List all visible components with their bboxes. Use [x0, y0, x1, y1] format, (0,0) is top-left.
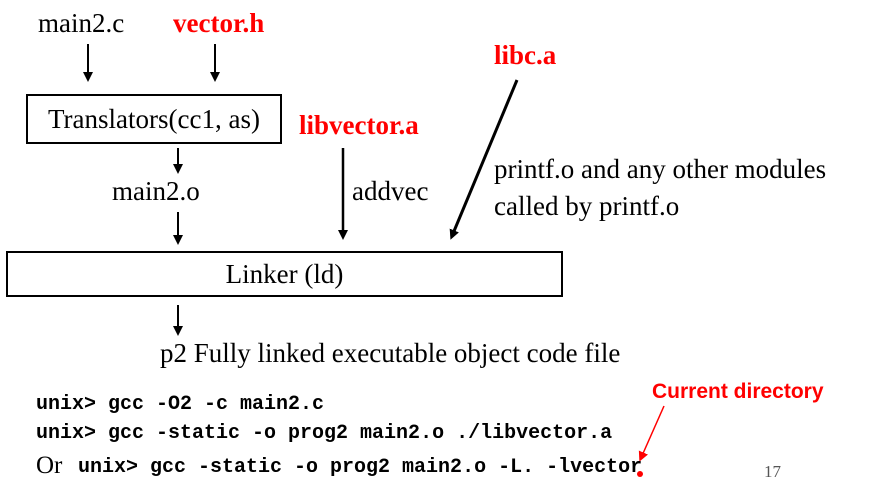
command-compile: unix> gcc -O2 -c main2.c: [36, 393, 325, 416]
main-c-label: main2.c: [38, 8, 125, 38]
vector-h-label: vector.h: [173, 8, 265, 38]
printf-note-line1: printf.o and any other modules: [494, 154, 827, 184]
linker-box: Linker (ld): [6, 251, 563, 297]
libc-label: libc.a: [494, 40, 557, 70]
libvector-label: libvector.a: [299, 110, 419, 140]
arrow-libc-to-linker: [449, 79, 519, 240]
addvec-label: addvec: [352, 176, 429, 206]
page-number: 17: [764, 462, 781, 481]
main-o-label: main2.o: [112, 176, 200, 206]
linker-label: Linker (ld): [225, 258, 344, 289]
translators-label: Translators(cc1, as): [48, 103, 260, 134]
translators-box: Translators(cc1, as): [26, 94, 282, 144]
arrow-current-directory: [638, 405, 665, 462]
or-label: Or: [36, 452, 63, 479]
command-link-static-l-flag: unix> gcc -static -o prog2 main2.o -L. -…: [78, 456, 643, 479]
current-directory-annotation: Current directory: [652, 380, 824, 403]
command-link-static-path: unix> gcc -static -o prog2 main2.o ./lib…: [36, 422, 613, 445]
current-directory-dot: [637, 471, 643, 477]
output-label: p2 Fully linked executable object code f…: [160, 338, 621, 368]
printf-note-line2: called by printf.o: [494, 191, 680, 221]
